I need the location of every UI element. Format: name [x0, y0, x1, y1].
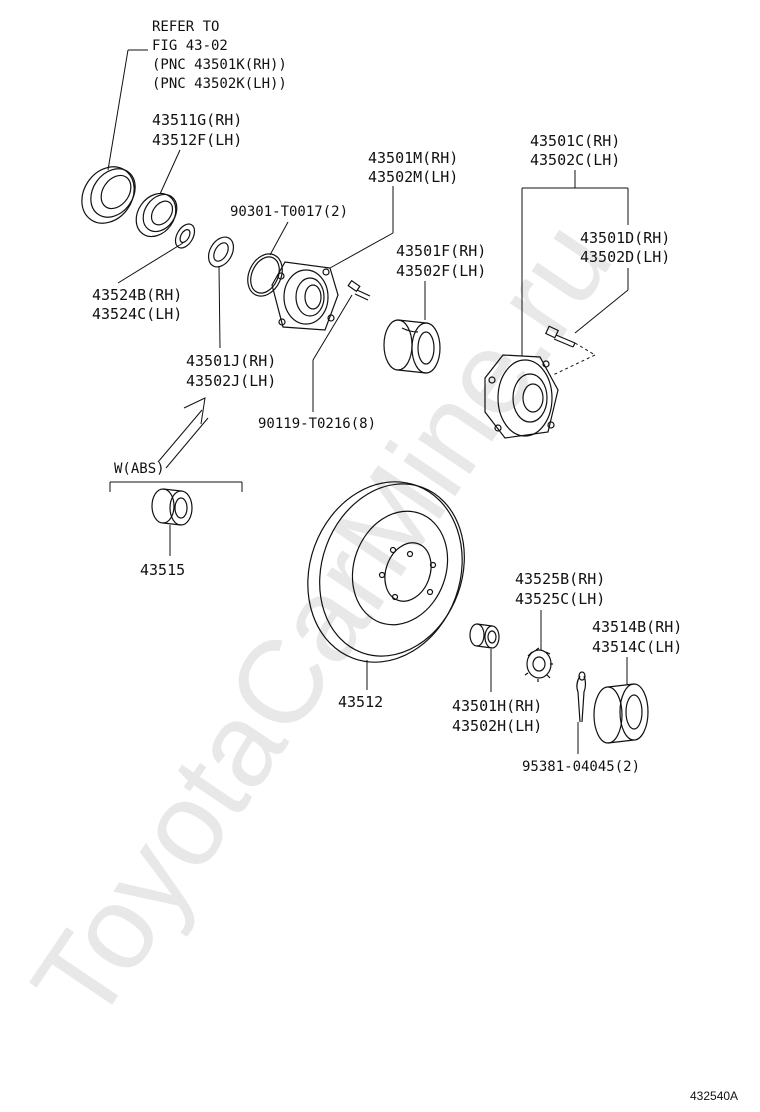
label-hub-c-rh: 43501C(RH)	[530, 132, 620, 150]
labels: REFER TO FIG 43-02 (PNC 43501K(RH)) (PNC…	[92, 19, 738, 1103]
leader-lines	[107, 49, 629, 754]
abs-rotor-part	[151, 488, 193, 526]
label-cotter-pin: 95381-04045(2)	[522, 759, 640, 775]
disc-rotor-part	[307, 481, 465, 663]
bearing-ring-part	[207, 236, 235, 268]
label-hub-c-lh: 43502C(LH)	[530, 151, 620, 169]
label-nut-rh: 43525B(RH)	[515, 570, 605, 588]
grease-cap-part	[593, 683, 649, 744]
label-bearing-j-rh: 43501J(RH)	[186, 352, 276, 370]
label-washer-rh: 43524B(RH)	[92, 286, 182, 304]
label-bearing-j-lh: 43502J(LH)	[186, 372, 276, 390]
label-nut-lh: 43525C(LH)	[515, 590, 605, 608]
refer-line-3: (PNC 43501K(RH))	[152, 57, 287, 73]
axle-hub-m-part	[271, 261, 339, 331]
refer-line-2: FIG 43-02	[152, 38, 228, 54]
label-seal-lh: 43512F(LH)	[152, 131, 242, 149]
hub-bearing-h-part	[469, 623, 500, 649]
label-bolt-d-rh: 43501D(RH)	[580, 229, 670, 247]
refer-line-1: REFER TO	[152, 19, 219, 35]
outer-oil-seal-part	[81, 166, 136, 224]
figure-code: 432540A	[690, 1089, 738, 1103]
label-disc: 43512	[338, 693, 383, 711]
label-seal-rh: 43511G(RH)	[152, 111, 242, 129]
cotter-pin-part	[576, 671, 587, 723]
label-bolt-d-lh: 43502D(LH)	[580, 248, 670, 266]
label-washer-lh: 43524C(LH)	[92, 305, 182, 323]
label-hub-m-rh: 43501M(RH)	[368, 149, 458, 167]
label-bearing-f-lh: 43502F(LH)	[396, 262, 486, 280]
washer-part	[174, 223, 196, 249]
refer-line-4: (PNC 43502K(LH))	[152, 76, 287, 92]
label-bearing-h-lh: 43502H(LH)	[452, 717, 542, 735]
label-abs-header: W(ABS)	[114, 461, 165, 477]
label-bearing-h-rh: 43501H(RH)	[452, 697, 542, 715]
watermark: ToyotaCarMine.ru	[7, 199, 637, 1045]
hub-bolt-part	[347, 279, 371, 301]
hub-bolt-d-part	[544, 325, 576, 348]
inner-seal-part	[135, 192, 178, 238]
label-hub-m-lh: 43502M(LH)	[368, 168, 458, 186]
axle-hub-c-part	[484, 354, 559, 439]
o-ring-part	[247, 253, 283, 297]
label-cap-lh: 43514C(LH)	[592, 638, 682, 656]
hub-bearing-f-part	[383, 319, 441, 374]
label-cap-rh: 43514B(RH)	[592, 618, 682, 636]
hub-nut-part	[524, 647, 553, 682]
label-o-ring: 90301-T0017(2)	[230, 204, 348, 220]
label-bolt-t0216: 90119-T0216(8)	[258, 416, 376, 432]
label-abs-part: 43515	[140, 561, 185, 579]
label-bearing-f-rh: 43501F(RH)	[396, 242, 486, 260]
abs-arrow	[157, 397, 209, 469]
